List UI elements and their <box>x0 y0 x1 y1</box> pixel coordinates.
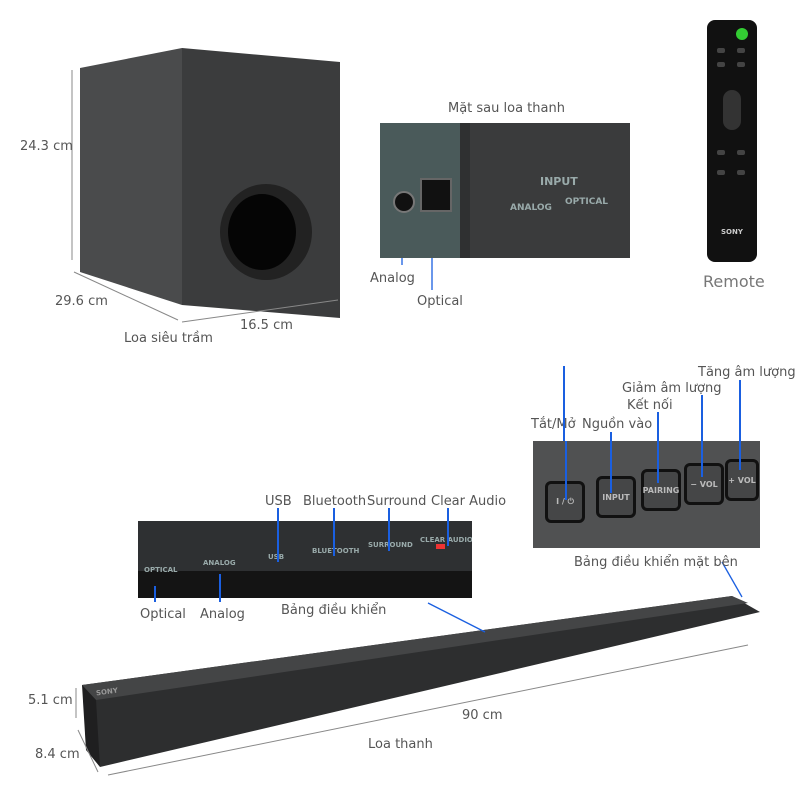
remote-image: SONY <box>707 20 757 262</box>
side-panel-photo: I / ⏻ INPUT PAIRING − VOL + VOL <box>533 441 760 548</box>
input-button[interactable]: INPUT <box>596 476 636 518</box>
subwoofer-width-label: 16.5 cm <box>240 318 293 333</box>
rear-title: Mặt sau loa thanh <box>448 101 565 116</box>
label-bluetooth: Bluetooth <box>303 494 367 509</box>
clear-audio-led <box>436 544 445 549</box>
label-power: Tắt/Mở <box>531 417 576 432</box>
side-panel-title: Bảng điều khiển mặt bên <box>574 555 738 570</box>
front-panel-photo: OPTICAL ANALOG USB BLUETOOTH SURROUND CL… <box>138 521 472 598</box>
subwoofer-height-label: 24.3 cm <box>20 139 73 154</box>
soundbar-width-label: 90 cm <box>462 708 503 723</box>
label-surround: Surround <box>367 494 427 509</box>
vol-down-button[interactable]: − VOL <box>684 463 724 505</box>
vol-up-button[interactable]: + VOL <box>725 459 759 501</box>
pairing-button[interactable]: PAIRING <box>641 469 681 511</box>
subwoofer-image <box>80 48 340 318</box>
label-clear-audio: Clear Audio <box>431 494 507 509</box>
rear-panel-photo: INPUT ANALOG OPTICAL <box>380 123 630 258</box>
subwoofer-depth-label: 29.6 cm <box>55 294 108 309</box>
soundbar-title: Loa thanh <box>368 737 433 752</box>
rear-optical-label: Optical <box>417 294 463 309</box>
label-vol-down: Giảm âm lượng <box>622 381 722 396</box>
label-usb: USB <box>265 494 292 509</box>
label-optical: Optical <box>140 607 186 622</box>
label-input: Nguồn vào <box>582 417 653 432</box>
label-pairing: Kết nối <box>627 398 673 413</box>
label-analog: Analog <box>200 607 245 622</box>
rear-analog-label: Analog <box>370 271 415 286</box>
soundbar-dimension-lines <box>75 644 749 776</box>
subwoofer-dimension-lines <box>71 70 339 323</box>
soundbar-height-label: 5.1 cm <box>28 693 73 708</box>
soundbar-depth-label: 8.4 cm <box>35 747 80 762</box>
front-panel-title: Bảng điều khiển <box>281 603 387 618</box>
subwoofer-title: Loa siêu trầm <box>124 331 213 346</box>
soundbar-image <box>82 596 760 767</box>
remote-title: Remote <box>703 272 765 291</box>
label-vol-up: Tăng âm lượng <box>698 365 796 380</box>
